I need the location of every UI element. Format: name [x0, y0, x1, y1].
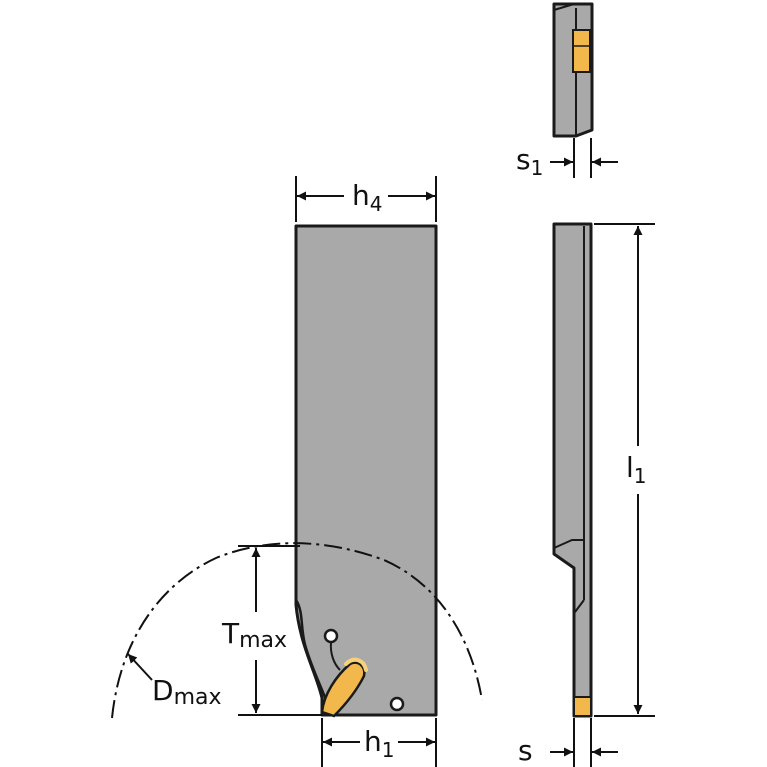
h1-dimension: h1: [321, 718, 437, 767]
tmax-label-bg: [218, 616, 286, 654]
h4-label: h4: [352, 179, 382, 216]
tool-body-side: [552, 222, 593, 718]
screw-hole: [389, 696, 405, 712]
l1-label: l1: [626, 451, 647, 488]
side-view-taper: [574, 599, 585, 613]
h4-dimension: h4: [295, 176, 437, 222]
gullet-contour: [294, 599, 328, 701]
top-view-bevel: [553, 3, 575, 11]
s-dimension: s: [518, 718, 618, 767]
front-view: [294, 224, 438, 718]
tmax-label: Tmax: [221, 617, 287, 653]
side-view-step: [553, 539, 584, 549]
dmax-arc: [111, 542, 483, 719]
clamp-slot: [329, 641, 341, 671]
tool-body-front: [294, 224, 438, 717]
clamp-hole: [323, 628, 339, 644]
tmax-dimension: Tmax: [218, 545, 322, 716]
s1-label: s1: [516, 143, 543, 180]
side-view-insert: [573, 696, 592, 717]
h1-label: h1: [364, 725, 394, 762]
dmax-leader-arrow: [127, 653, 153, 681]
s1-dimension: s1: [516, 138, 618, 180]
insert-highlight: [344, 657, 368, 672]
cutting-insert: [320, 661, 366, 718]
l1-label-bg: [624, 450, 654, 490]
s-label: s: [518, 734, 533, 767]
top-view: [552, 2, 594, 138]
top-view-insert: [572, 29, 591, 73]
side-view: [552, 222, 593, 718]
dmax-dimension: Dmax: [127, 653, 222, 710]
l1-dimension: l1: [594, 223, 655, 717]
dmax-label: Dmax: [152, 674, 222, 710]
